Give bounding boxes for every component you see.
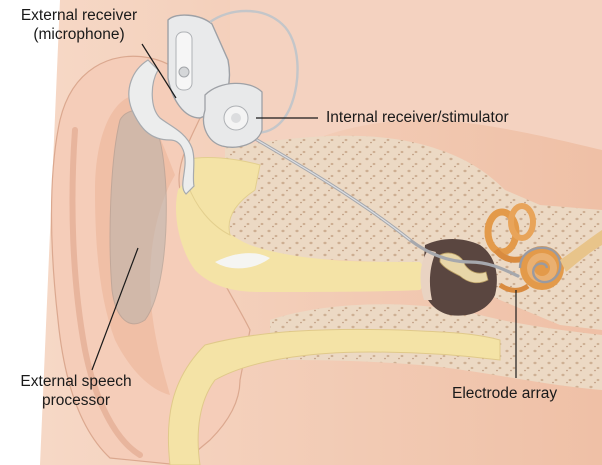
label-internal-receiver-text: Internal receiver/stimulator — [326, 108, 509, 127]
label-external-processor: External speech processor — [10, 372, 142, 410]
label-external-processor-line2: processor — [10, 391, 142, 410]
label-external-receiver-line2: (microphone) — [4, 25, 154, 44]
label-electrode-array-text: Electrode array — [452, 384, 557, 403]
label-external-processor-line1: External speech — [10, 372, 142, 391]
label-internal-receiver: Internal receiver/stimulator — [326, 108, 509, 127]
label-electrode-array: Electrode array — [452, 384, 557, 403]
internal-receiver-device — [204, 83, 262, 147]
label-external-receiver-line1: External receiver — [4, 6, 154, 25]
label-external-receiver: External receiver (microphone) — [4, 6, 154, 44]
